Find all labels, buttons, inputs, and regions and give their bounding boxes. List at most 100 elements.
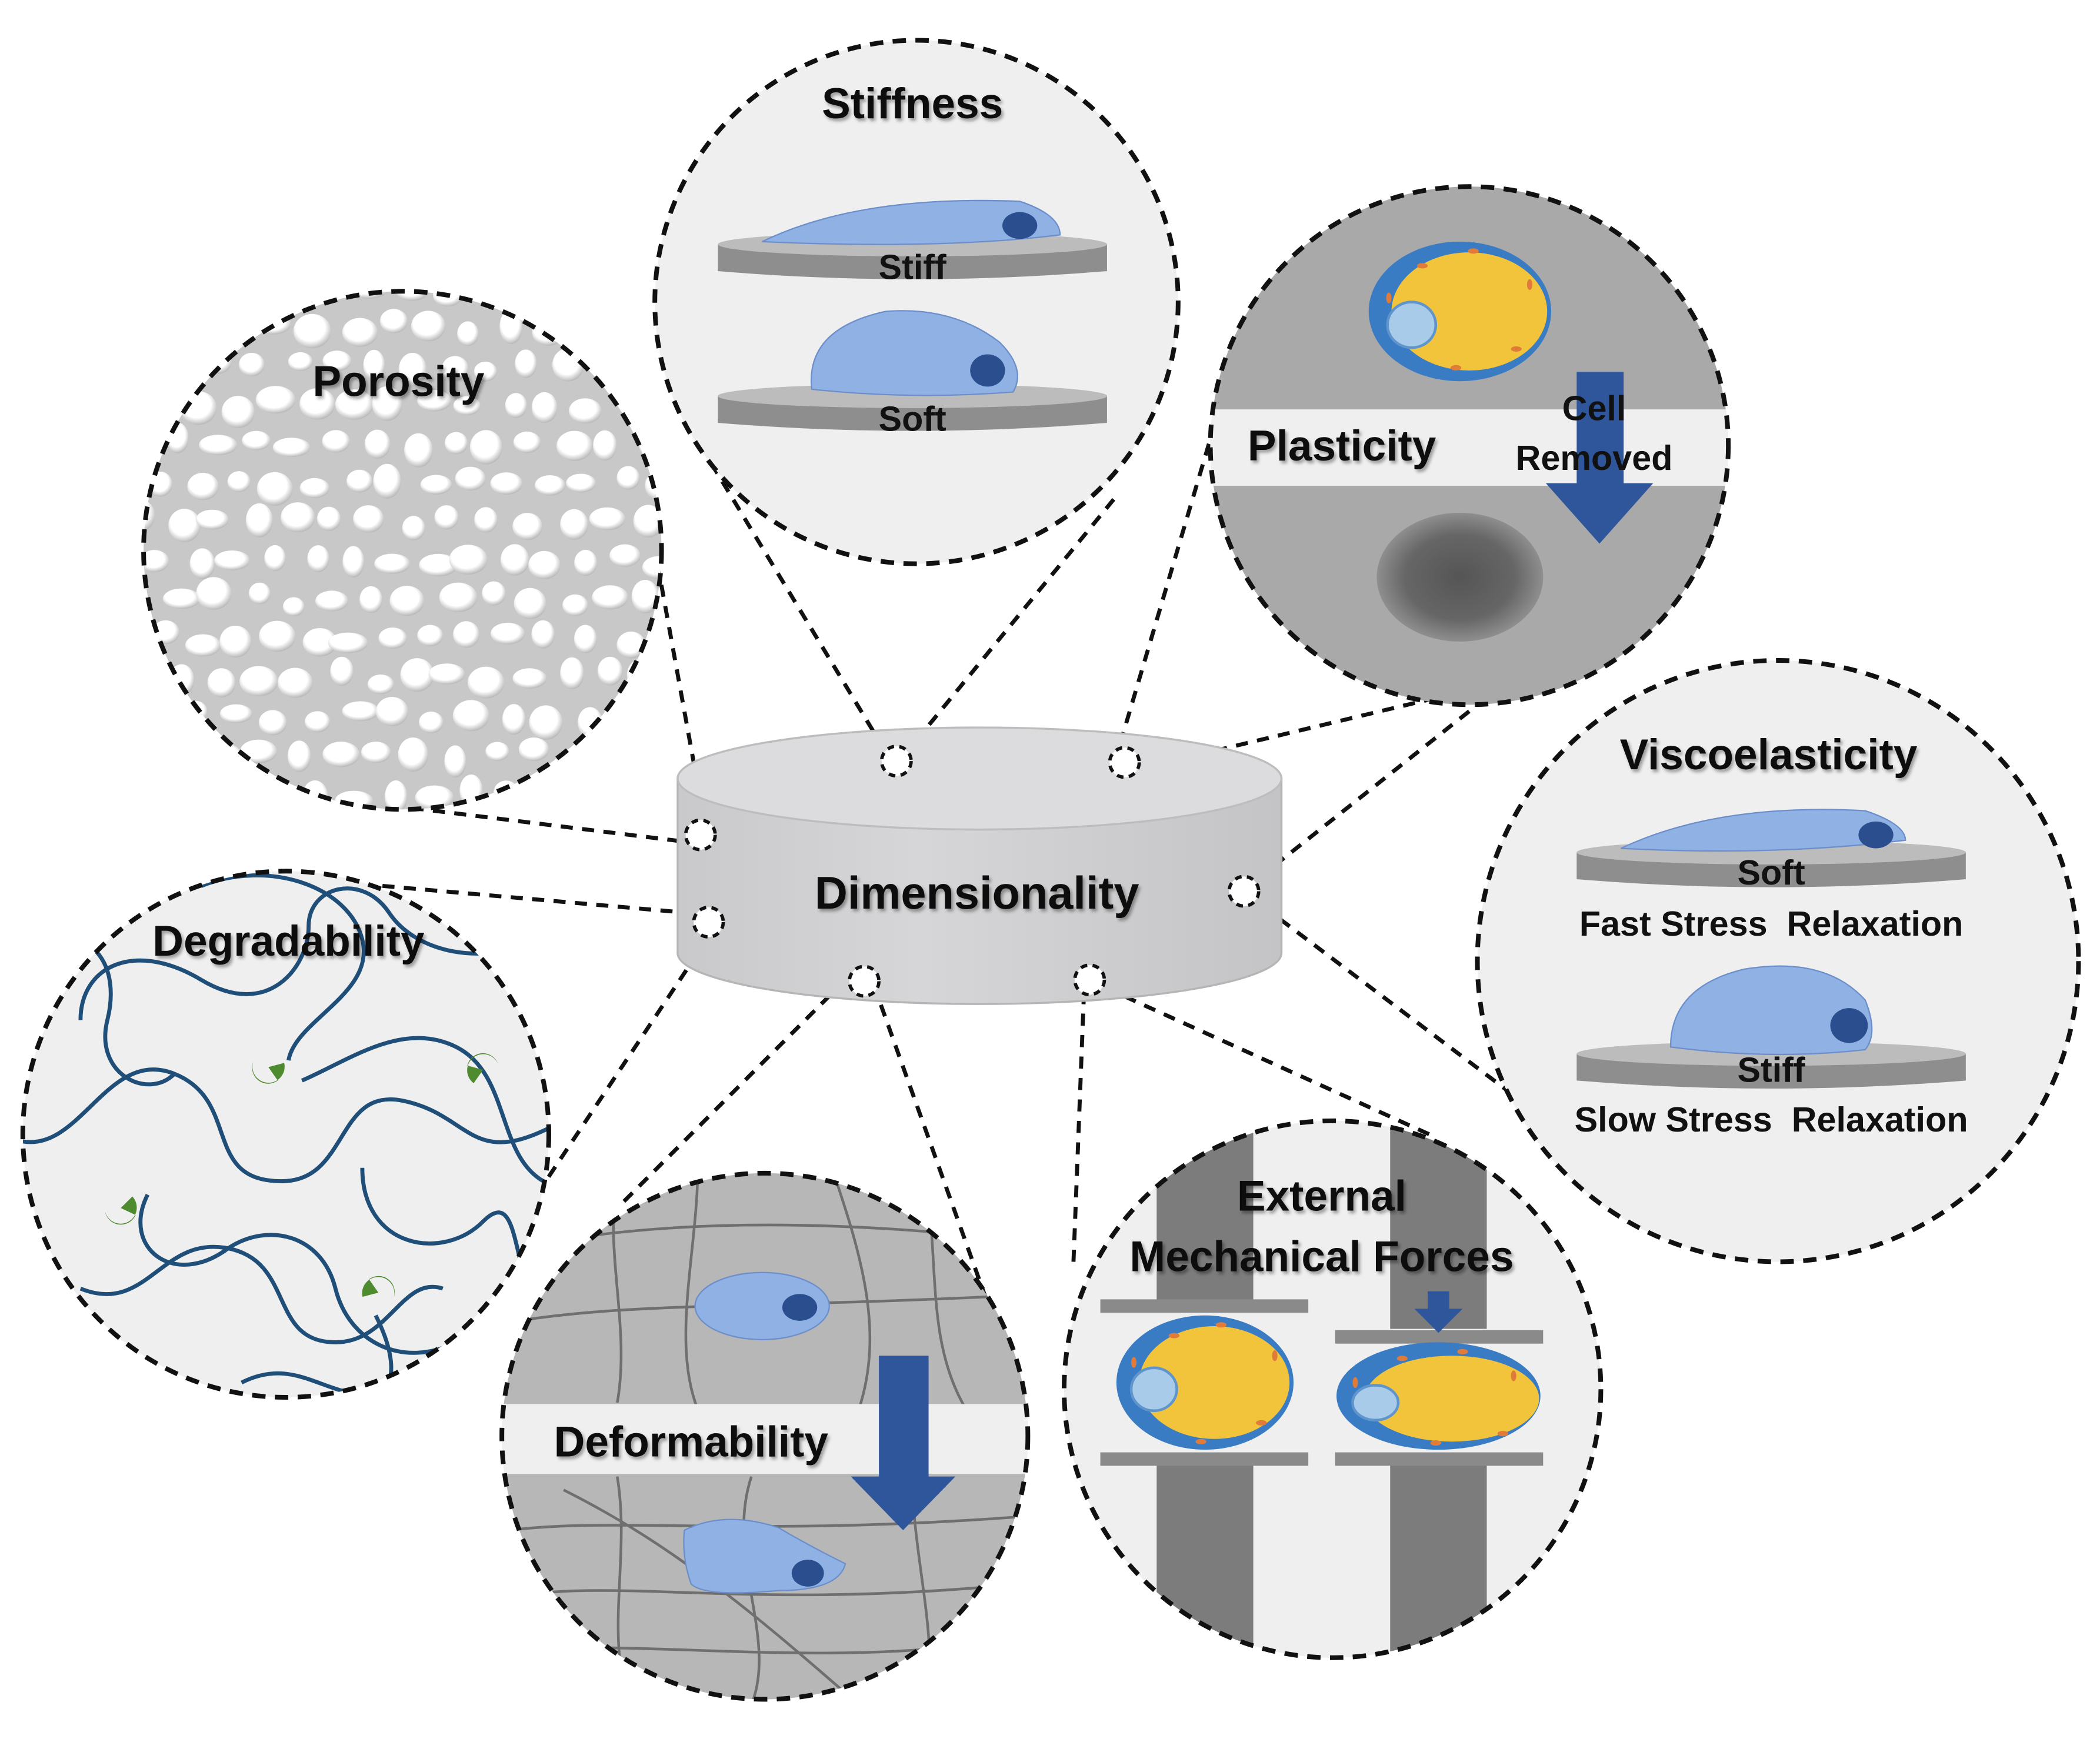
pore	[239, 666, 278, 697]
deform-cell-top	[694, 1271, 830, 1341]
pore	[189, 548, 215, 579]
pore	[532, 319, 565, 346]
pore	[500, 544, 529, 576]
pore	[259, 620, 296, 652]
pore	[444, 432, 468, 455]
pore	[400, 658, 434, 692]
pore	[589, 744, 621, 771]
external-label: External	[1237, 1173, 1406, 1220]
pore	[449, 545, 488, 575]
pore	[239, 739, 278, 763]
pore	[502, 704, 526, 735]
pore	[626, 658, 656, 692]
pore	[617, 388, 645, 414]
pore	[419, 553, 458, 577]
pore	[189, 311, 220, 339]
pore	[277, 667, 313, 698]
pore	[656, 707, 662, 729]
enzymes	[105, 1053, 498, 1299]
round-cell	[811, 310, 1018, 396]
pore	[398, 352, 427, 387]
pore	[592, 585, 629, 610]
pore	[395, 291, 429, 301]
pore	[144, 399, 178, 425]
porosity-title: Porosity	[313, 358, 485, 405]
dimensionality-cylinder: Dimensionality	[676, 726, 1283, 1005]
pore	[264, 545, 286, 572]
pore	[512, 668, 547, 689]
pore	[207, 668, 236, 697]
pore	[256, 472, 293, 506]
pore	[293, 313, 331, 349]
pore	[574, 785, 600, 806]
pore	[656, 786, 662, 810]
pore	[258, 790, 288, 810]
pore	[242, 430, 271, 450]
pore	[255, 386, 296, 414]
pore	[490, 622, 525, 645]
pore	[642, 556, 662, 579]
pore	[342, 546, 365, 578]
pore	[566, 473, 596, 493]
pore	[398, 737, 429, 772]
pore	[485, 742, 509, 761]
pore	[516, 291, 540, 304]
pore	[531, 620, 555, 649]
pore	[214, 550, 250, 570]
pore	[196, 577, 232, 610]
pore	[417, 625, 444, 646]
mechanical-forces-label: Mechanical Forces	[1129, 1233, 1514, 1280]
pore	[144, 550, 169, 572]
pore	[633, 505, 662, 538]
pore	[593, 430, 617, 461]
stiff-label: Stiff	[879, 248, 947, 287]
pore	[512, 513, 543, 540]
pore	[199, 435, 238, 455]
pore	[144, 311, 171, 341]
pore	[335, 389, 374, 420]
pore	[166, 748, 201, 770]
viscoelasticity-title: Viscoelasticity	[1620, 731, 1918, 779]
pore	[490, 472, 523, 495]
pore	[144, 781, 174, 809]
pore	[596, 348, 621, 382]
pore	[631, 580, 659, 614]
pore	[330, 656, 354, 686]
degradability-title: Degradability	[152, 917, 425, 965]
pore	[434, 505, 459, 530]
viscoelasticity-panel: Viscoelasticity Soft Fast Stress Relaxat…	[1475, 657, 2081, 1264]
pore	[227, 471, 251, 492]
pore	[645, 469, 662, 502]
pore	[228, 779, 251, 801]
pore	[499, 309, 523, 344]
pore	[272, 438, 311, 458]
pore	[505, 393, 528, 418]
pore	[144, 498, 155, 533]
pore	[550, 291, 581, 305]
pore	[144, 291, 153, 301]
stiffness-panel: Stiffness Stiff Soft	[652, 38, 1181, 566]
pore	[564, 319, 602, 343]
porosity-panel: Porosity	[141, 289, 664, 812]
fast-relaxation-label: Fast Stress Relaxation	[1579, 904, 1964, 943]
pore	[166, 422, 189, 453]
pore	[479, 291, 504, 302]
plasticity-panel: Plasticity Cell Removed	[1208, 184, 1731, 707]
pore	[474, 507, 498, 533]
pore	[467, 666, 505, 699]
pore	[281, 502, 315, 533]
pore	[299, 388, 335, 420]
pore	[305, 711, 331, 733]
pore	[342, 318, 378, 347]
pore	[375, 697, 409, 726]
pore	[316, 506, 341, 531]
pore	[144, 705, 178, 730]
pore	[556, 430, 593, 461]
pore	[469, 430, 503, 465]
pore	[389, 586, 425, 616]
pore	[457, 321, 479, 346]
visco-flat-cell	[1621, 809, 1906, 852]
pore	[282, 597, 305, 616]
pore	[417, 390, 452, 412]
